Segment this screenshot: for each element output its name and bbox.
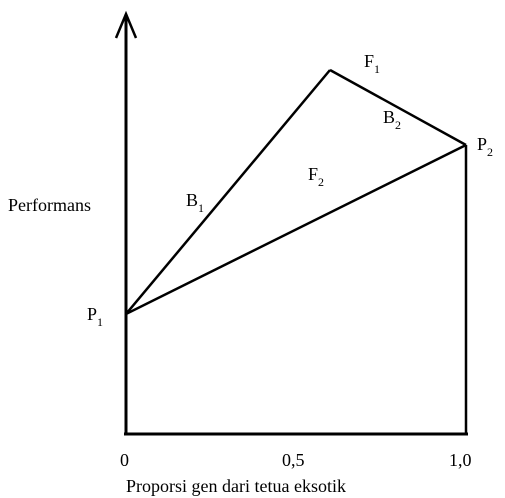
label-p1: P1 (87, 304, 103, 329)
label-f2-base: F (308, 164, 318, 184)
label-f2: F2 (308, 164, 324, 189)
x-tick-0: 0 (120, 450, 129, 470)
label-p2-sub: 2 (487, 145, 493, 159)
label-b1-sub: 1 (198, 201, 204, 215)
label-p2-base: P (477, 134, 487, 154)
label-b2-base: B (383, 107, 395, 127)
label-b2-sub: 2 (395, 118, 401, 132)
x-tick-0-5: 0,5 (282, 450, 305, 470)
label-f1-sub: 1 (374, 62, 380, 76)
axes (114, 10, 468, 436)
label-f1-base: F (364, 51, 374, 71)
label-p1-sub: 1 (97, 315, 103, 329)
label-b1: B1 (186, 190, 204, 215)
label-f1: F1 (364, 51, 380, 76)
y-axis-label: Performans (8, 195, 91, 215)
label-b1-base: B (186, 190, 198, 210)
label-p1-base: P (87, 304, 97, 324)
label-f2-sub: 2 (318, 175, 324, 189)
x-axis-label: Proporsi gen dari tetua eksotik (126, 476, 346, 496)
label-b2: B2 (383, 107, 401, 132)
diagram-lines (125, 68, 468, 434)
line-p1-to-p2 (125, 143, 467, 316)
line-p1-to-f1 (125, 69, 331, 315)
y-axis-arrowhead (114, 10, 138, 39)
x-tick-1-0: 1,0 (449, 450, 472, 470)
label-p2: P2 (477, 134, 493, 159)
line-f1-to-p2 (329, 68, 467, 147)
